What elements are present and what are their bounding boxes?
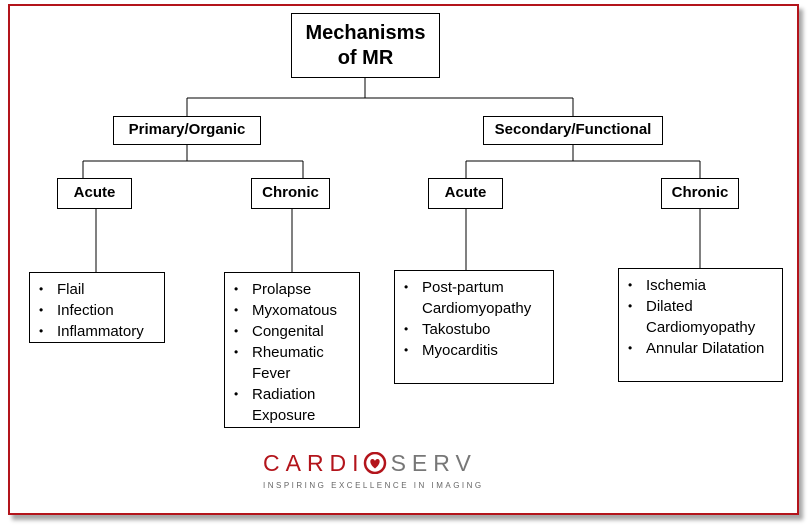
- list-item: Myxomatous: [231, 300, 353, 321]
- list-item: Myocarditis: [401, 340, 547, 361]
- secondary-chronic-node: Chronic: [661, 178, 739, 209]
- secondary-acute-list: Post-partum Cardiomyopathy Takostubo Myo…: [394, 270, 554, 384]
- secondary-acute-node: Acute: [428, 178, 503, 209]
- list-item: Congenital: [231, 321, 353, 342]
- root-node: Mechanisms of MR: [291, 13, 440, 78]
- list-item: Rheumatic Fever: [231, 342, 353, 384]
- root-node-line2: of MR: [337, 46, 394, 69]
- list-item: Ischemia: [625, 275, 776, 296]
- list-item: Inflammatory: [36, 321, 158, 342]
- list-item: Infection: [36, 300, 158, 321]
- primary-organic-node: Primary/Organic: [113, 116, 261, 145]
- secondary-functional-node: Secondary/Functional: [483, 116, 663, 145]
- secondary-chronic-label: Chronic: [671, 184, 729, 202]
- list-item: Prolapse: [231, 279, 353, 300]
- logo-word-part2: SERV: [390, 450, 477, 476]
- primary-chronic-label: Chronic: [262, 184, 319, 202]
- logo-word-part1: CARDI: [263, 450, 365, 476]
- primary-chronic-node: Chronic: [251, 178, 330, 209]
- logo-tagline: INSPIRING EXCELLENCE IN IMAGING: [263, 481, 484, 490]
- secondary-functional-label: Secondary/Functional: [494, 121, 652, 139]
- list-item: Dilated Cardiomyopathy: [625, 296, 776, 338]
- list-item: Post-partum Cardiomyopathy: [401, 277, 547, 319]
- secondary-chronic-list: Ischemia Dilated Cardiomyopathy Annular …: [618, 268, 783, 382]
- primary-acute-label: Acute: [73, 184, 116, 202]
- cardioserv-logo: CARDI SERV INSPIRING EXCELLENCE IN IMAGI…: [255, 450, 555, 495]
- primary-acute-node: Acute: [57, 178, 132, 209]
- root-node-line1: Mechanisms: [305, 21, 426, 44]
- primary-organic-label: Primary/Organic: [128, 121, 246, 139]
- secondary-acute-label: Acute: [444, 184, 487, 202]
- primary-chronic-list: Prolapse Myxomatous Congenital Rheumatic…: [224, 272, 360, 428]
- diagram-frame: [8, 4, 799, 515]
- list-item: Flail: [36, 279, 158, 300]
- logo-wordmark: CARDI SERV: [263, 450, 477, 477]
- list-item: Radiation Exposure: [231, 384, 353, 426]
- list-item: Annular Dilatation: [625, 338, 776, 359]
- heart-o-icon: [363, 451, 387, 475]
- primary-acute-list: Flail Infection Inflammatory: [29, 272, 165, 343]
- list-item: Takostubo: [401, 319, 547, 340]
